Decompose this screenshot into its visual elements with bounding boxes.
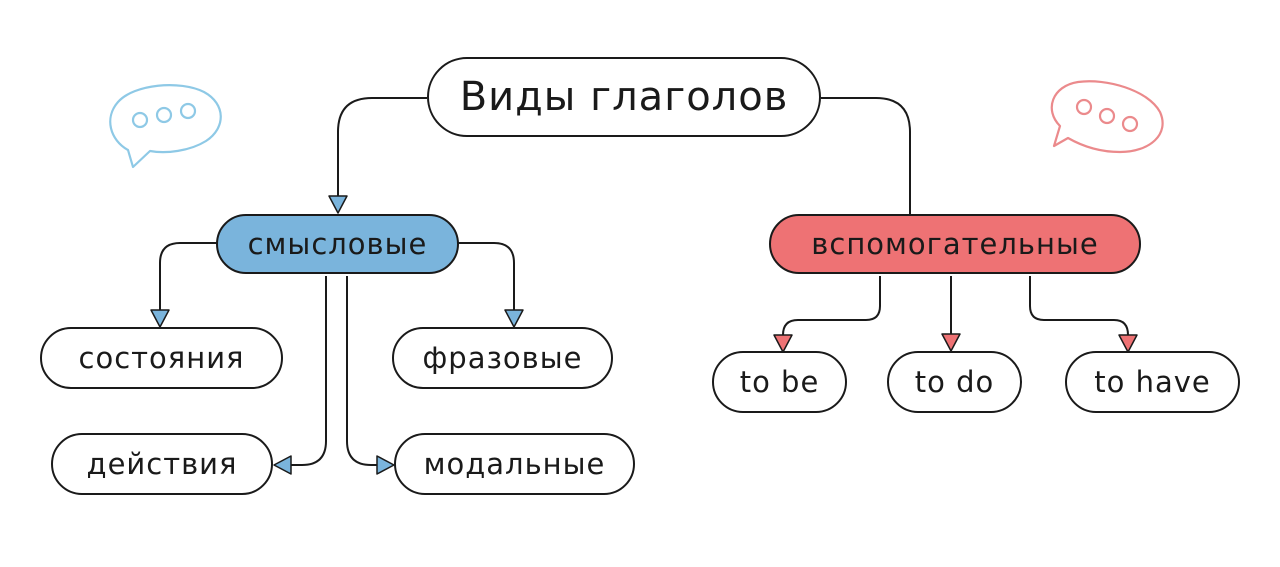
connector-root-right xyxy=(821,97,911,214)
arrowhead-be xyxy=(773,334,793,353)
connector-actions xyxy=(288,276,327,466)
connector-root-left xyxy=(337,97,427,200)
connector-states xyxy=(159,242,218,314)
arrowhead-do xyxy=(941,333,961,352)
node-phrasal: фразовые xyxy=(392,327,613,389)
connector-modal xyxy=(346,276,380,466)
node-states: состояния xyxy=(40,327,283,389)
arrowhead-actions xyxy=(273,455,292,475)
arrowhead-states xyxy=(150,309,170,328)
node-modal: модальные xyxy=(394,433,635,495)
speech-bubble-icon xyxy=(109,84,222,169)
arrowhead-have xyxy=(1118,334,1138,353)
connector-phrasal xyxy=(457,242,515,314)
category-auxiliary: вспомогательные xyxy=(769,214,1141,274)
arrowhead-phrasal xyxy=(504,309,524,328)
node-to-have: to have xyxy=(1065,351,1240,413)
node-to-do: to do xyxy=(887,351,1022,413)
speech-bubble-icon xyxy=(1050,80,1164,154)
connector-have xyxy=(1029,276,1129,339)
arrowhead-left-category xyxy=(328,195,348,214)
category-semantic: смысловые xyxy=(216,214,459,274)
arrowhead-modal xyxy=(376,455,395,475)
root-node: Виды глаголов xyxy=(427,57,821,137)
node-actions: действия xyxy=(51,433,273,495)
connector-be xyxy=(782,276,881,339)
node-to-be: to be xyxy=(712,351,847,413)
